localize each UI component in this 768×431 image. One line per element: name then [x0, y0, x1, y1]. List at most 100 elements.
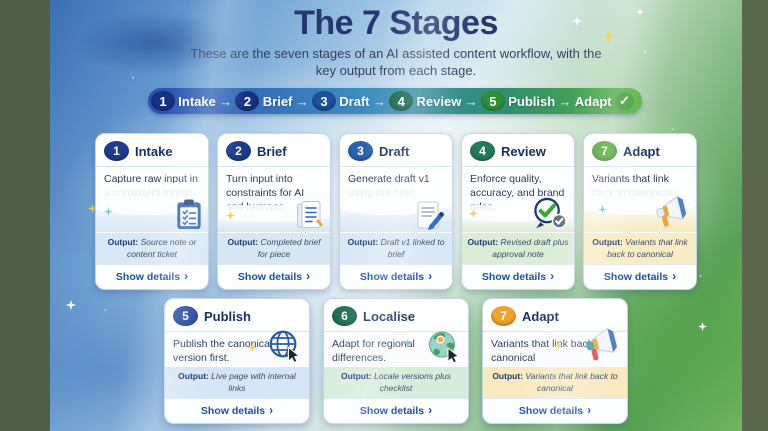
right-letterbox-bar: [742, 0, 768, 431]
megaphone-cursor-icon: [586, 327, 618, 361]
card-draft: 3 Draft Generate draft v1 using the brie…: [339, 133, 453, 290]
step-2-badge: 2: [235, 91, 260, 111]
card-description: Publish the canonical version first.: [173, 338, 273, 364]
stage-number-badge: 7: [592, 141, 617, 161]
step-3-badge: 3: [311, 91, 336, 111]
sparkle-icon: [698, 322, 707, 331]
step-5-badge: 5: [480, 91, 505, 111]
card-title: Intake: [135, 143, 173, 159]
card-title: Draft: [379, 143, 410, 159]
show-details-link[interactable]: Show details›: [96, 264, 208, 289]
output-label: Output:: [467, 237, 499, 248]
card-header: 6 Localise: [324, 299, 468, 332]
step-4-label: Review: [416, 93, 462, 109]
step-3-label: Draft: [339, 93, 370, 109]
step-final-label: Adapt: [574, 93, 612, 109]
chevron-right-icon: ›: [306, 269, 311, 283]
card-row-top: 1 Intake Capture raw input in a consiste…: [95, 133, 697, 290]
chevron-right-icon: ›: [672, 269, 677, 283]
card-brief: 2 Brief Turn input into constraints for …: [217, 133, 331, 290]
arrow-right-icon: →: [295, 93, 309, 109]
show-details-link[interactable]: Show details›: [462, 264, 574, 289]
output-label: Output:: [107, 237, 139, 248]
chevron-right-icon: ›: [550, 269, 555, 283]
sparkle-icon: [636, 8, 644, 16]
card-description: Adapt for regional differences.: [332, 338, 415, 364]
show-details-link[interactable]: Show details›: [218, 264, 330, 289]
show-details-label: Show details: [518, 405, 584, 417]
step-1-label: Intake: [178, 93, 216, 109]
card-title: Brief: [257, 143, 287, 159]
card-header: 2 Brief: [218, 134, 330, 167]
stage-number-badge: 5: [173, 306, 198, 326]
page-title: The 7 Stages: [294, 4, 498, 42]
output-value: Source note or content ticket: [126, 237, 197, 259]
brief-document-icon: [297, 201, 323, 229]
show-details-link[interactable]: Show details›: [584, 264, 696, 289]
show-details-link[interactable]: Show details›: [165, 398, 309, 423]
page-subtitle: These are the seven stages of an AI assi…: [161, 46, 631, 80]
document-pen-icon: [417, 201, 444, 231]
sparkle-icon: [469, 209, 478, 219]
card-output: Output: Live page with internal links: [165, 366, 309, 398]
output-label: Output:: [592, 237, 623, 248]
arrow-right-icon: →: [372, 93, 386, 109]
workflow-stepper: 1 Intake → 2 Brief → 3 Draft → 4 Review …: [148, 88, 642, 114]
check-badge-icon: [534, 197, 567, 229]
sparkle-icon: [66, 300, 76, 310]
stage-number-badge: 7: [491, 306, 516, 326]
subtitle-line-2: key output from each stage.: [315, 62, 477, 78]
sparkle-icon: [226, 211, 235, 221]
background-art: The 7 Stages These are the seven stages …: [50, 0, 742, 431]
chevron-right-icon: ›: [428, 269, 433, 283]
output-label: Output:: [340, 371, 372, 382]
stage-number-badge: 1: [104, 141, 129, 161]
show-details-link[interactable]: Show details›: [340, 264, 452, 289]
card-output: Output: Draft v1 linked to brief: [340, 232, 452, 264]
output-value: Variants that link back to canonical: [607, 237, 688, 259]
card-illustration: [218, 201, 330, 233]
card-adapt-top: 7 Adapt Variants that link back to canon…: [583, 133, 697, 290]
card-row-bottom: 5 Publish Publish the canonical version …: [164, 298, 628, 424]
show-details-label: Show details: [237, 271, 303, 283]
card-output: Output: Variants that link back to canon…: [584, 232, 696, 264]
sparkle-icon: [88, 204, 97, 213]
step-5-label: Publish: [508, 93, 556, 109]
check-icon: ✓: [614, 91, 634, 111]
show-details-link[interactable]: Show details›: [324, 398, 468, 423]
card-header: 7 Adapt: [584, 134, 696, 167]
chevron-right-icon: ›: [184, 269, 189, 283]
show-details-label: Show details: [200, 405, 266, 417]
card-review: 4 Review Enforce quality, accuracy, and …: [461, 133, 575, 290]
card-output: Output: Locale versions plus checklist: [324, 366, 468, 398]
stage-number-badge: 6: [332, 306, 357, 326]
sparkle-icon: [403, 339, 412, 349]
card-illustration: [340, 183, 452, 233]
card-title: Adapt: [522, 308, 559, 324]
output-label: Output:: [227, 237, 259, 248]
subtitle-line-1: These are the seven stages of an AI assi…: [190, 46, 602, 61]
step-4-badge: 4: [389, 91, 414, 111]
output-value: Variants that link back to canonical: [525, 371, 618, 393]
chevron-right-icon: ›: [269, 403, 274, 417]
card-description: Variants that link back to canonical: [491, 338, 605, 364]
card-title: Adapt: [623, 143, 660, 159]
output-value: Locale versions plus checklist: [374, 371, 452, 393]
sparkle-icon: [554, 341, 563, 351]
card-illustration: [462, 197, 574, 233]
show-details-link[interactable]: Show details›: [483, 398, 627, 423]
megaphone-icon: [656, 195, 687, 227]
output-label: Output:: [347, 237, 379, 248]
globe-cursor-icon: [269, 330, 301, 364]
card-publish: 5 Publish Publish the canonical version …: [164, 298, 310, 424]
sparkle-icon: [598, 205, 607, 215]
card-illustration: [584, 183, 696, 233]
stage-number-badge: 2: [226, 141, 251, 161]
output-value: Revised draft plus approval note: [492, 237, 569, 259]
card-header: 5 Publish: [165, 299, 309, 332]
output-value: Draft v1 linked to brief: [380, 237, 445, 259]
card-illustration: [96, 183, 208, 233]
card-header: 3 Draft: [340, 134, 452, 167]
step-1-badge: 1: [151, 91, 175, 111]
